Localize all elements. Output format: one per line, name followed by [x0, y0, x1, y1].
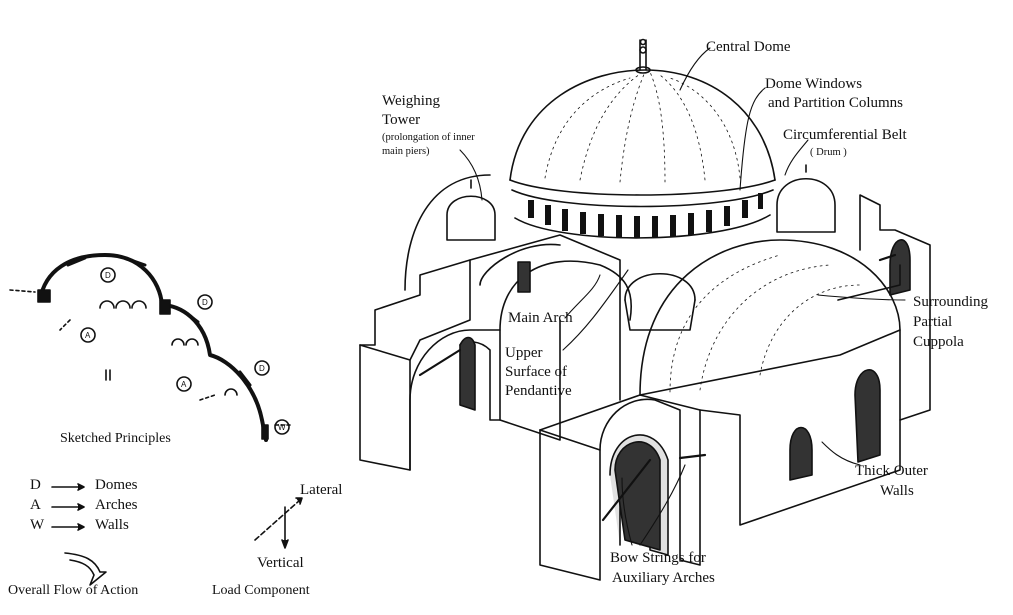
label-thick-walls-2: Walls — [880, 483, 914, 499]
label-dome-windows-1: Dome Windows — [765, 76, 863, 92]
label-dome-windows-2: and Partition Columns — [768, 95, 903, 111]
svg-text:A: A — [181, 380, 187, 389]
left-back-cupola — [404, 174, 491, 291]
label-drum: ( Drum ) — [810, 147, 847, 158]
legend-code-a: A — [30, 497, 41, 513]
label-surrounding-2: Partial — [913, 314, 953, 330]
svg-text:D: D — [202, 298, 208, 307]
label-upper-surface-1: Upper — [505, 345, 543, 361]
surrounding-cupola — [639, 239, 901, 396]
weighing-towers — [446, 164, 836, 241]
load-caption: Load Component — [212, 583, 310, 598]
label-bow-strings-2: Auxiliary Arches — [612, 570, 715, 586]
lateral-label: Lateral — [300, 482, 343, 498]
label-weighing-tower-note-1: (prolongation of inner — [382, 132, 475, 143]
label-surrounding-3: Cuppola — [913, 334, 964, 350]
label-bow-strings-1: Bow Strings for — [610, 550, 706, 566]
label-weighing-tower-2: Tower — [382, 112, 421, 128]
vertical-label: Vertical — [257, 555, 304, 571]
leader-lines — [459, 47, 906, 546]
svg-text:A: A — [85, 331, 91, 340]
svg-text:D: D — [105, 271, 111, 280]
sketched-principles — [9, 253, 291, 442]
label-upper-surface-3: Pendantive — [505, 383, 572, 399]
flow-caption: Overall Flow of Action — [8, 583, 139, 598]
label-upper-surface-2: Surface of — [505, 364, 568, 380]
label-main-arch: Main Arch — [508, 310, 573, 326]
legend-meaning-domes: Domes — [95, 477, 138, 493]
svg-text:D: D — [259, 364, 265, 373]
label-circumferential-belt: Circumferential Belt — [783, 127, 907, 143]
label-central-dome: Central Dome — [706, 39, 791, 55]
label-thick-walls-1: Thick Outer — [855, 463, 928, 479]
legend-meaning-walls: Walls — [95, 517, 129, 533]
legend-code-w: W — [30, 517, 45, 533]
legend-meaning-arches: Arches — [95, 497, 138, 513]
sketch-caption: Sketched Principles — [60, 431, 171, 446]
label-weighing-tower-note-2: main piers) — [382, 146, 430, 157]
svg-text:W: W — [278, 423, 286, 432]
label-weighing-tower-1: Weighing — [382, 93, 440, 109]
legend-arrows — [51, 483, 303, 586]
label-surrounding-1: Surrounding — [913, 294, 988, 310]
central-dome — [509, 38, 776, 239]
legend-code-d: D — [30, 477, 41, 493]
